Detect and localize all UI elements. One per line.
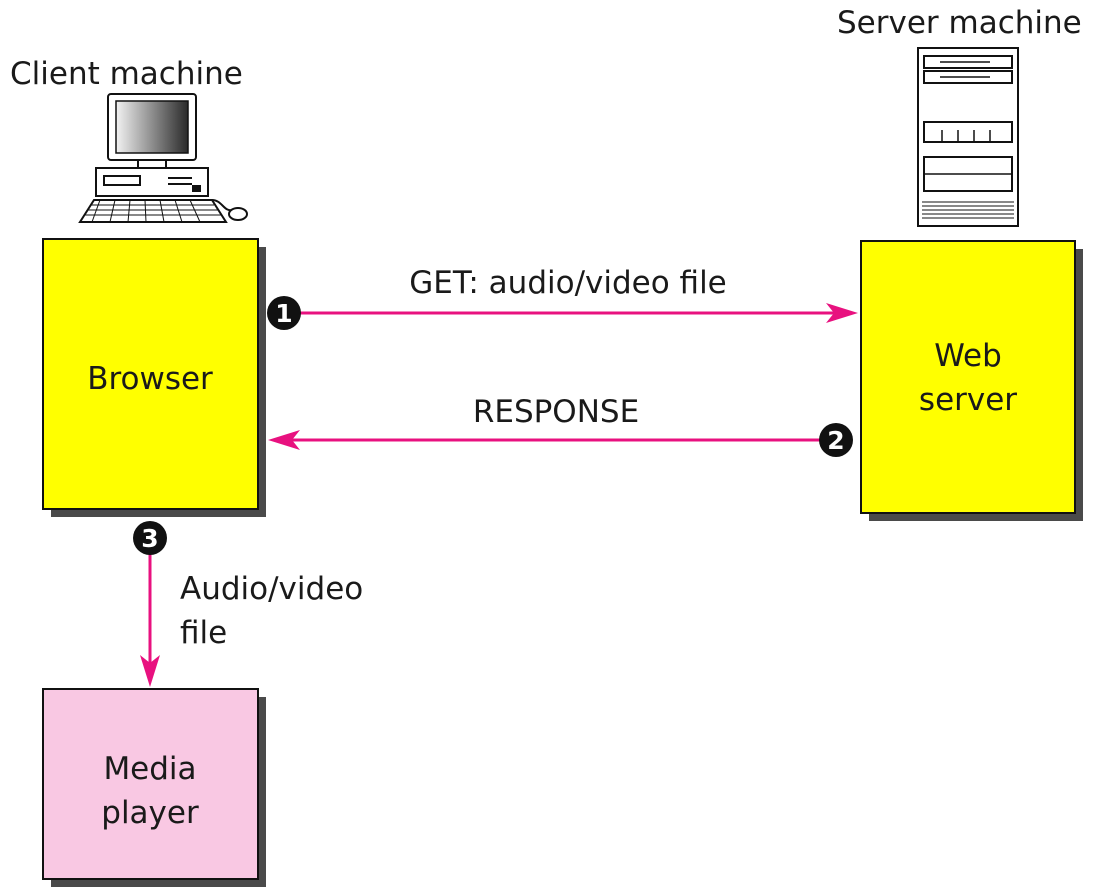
- step-marker-1: 1: [267, 296, 301, 330]
- media-player-box: Media player: [42, 688, 266, 887]
- step-marker-2: 2: [819, 423, 853, 457]
- browser-label: Browser: [87, 361, 213, 397]
- browser-box: Browser: [42, 238, 266, 517]
- file-transfer-label-line1: Audio/video: [180, 571, 363, 607]
- svg-text:1: 1: [275, 299, 292, 328]
- get-request-label: GET: audio/video file: [409, 265, 727, 301]
- svg-text:2: 2: [827, 426, 844, 455]
- web-server-box: Web server: [860, 240, 1083, 521]
- media-player-label-line1: Media: [103, 751, 196, 787]
- client-machine-label: Client machine: [10, 56, 243, 92]
- file-transfer-arrow: [140, 552, 160, 687]
- svg-text:3: 3: [141, 524, 158, 553]
- client-computer-icon: [78, 93, 248, 223]
- web-server-label-line1: Web: [934, 338, 1002, 374]
- web-server-label-line2: server: [919, 382, 1017, 418]
- response-label: RESPONSE: [473, 394, 639, 430]
- file-transfer-label-line2: file: [180, 615, 227, 651]
- get-request-arrow: [300, 303, 858, 323]
- media-player-label-line2: player: [101, 795, 199, 831]
- response-arrow: [268, 430, 828, 450]
- server-machine-label: Server machine: [837, 5, 1082, 41]
- step-marker-3: 3: [133, 521, 167, 555]
- server-tower-icon: [917, 47, 1019, 227]
